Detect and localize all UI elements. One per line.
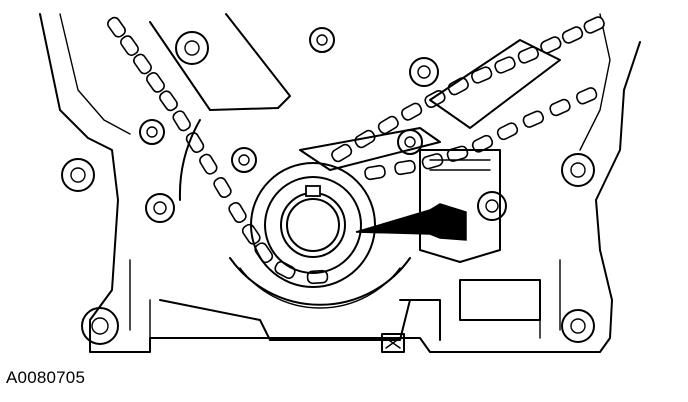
chain-link — [394, 159, 416, 176]
figure-reference-code: A0080705 — [6, 368, 86, 387]
chain-link — [540, 36, 562, 54]
chain-link — [331, 143, 353, 163]
bolt-boss-right-pivot — [477, 191, 507, 221]
chain-link — [274, 261, 296, 279]
chain-link — [120, 35, 139, 56]
chain-link — [470, 66, 493, 84]
chain-link — [228, 201, 247, 224]
bolt-boss-top-center — [309, 27, 335, 53]
bolt-boss-center — [231, 147, 257, 173]
chain-link — [561, 26, 584, 44]
bolt-bosses — [61, 27, 595, 345]
chain-link — [517, 46, 540, 64]
timing-chain-left — [107, 16, 329, 285]
bolt-boss-upper-right — [409, 57, 439, 87]
chain-link — [185, 132, 205, 153]
chain-link — [421, 153, 444, 170]
chain-link — [401, 102, 423, 121]
chain-link — [522, 110, 545, 128]
chain-link — [494, 56, 516, 74]
chain-link — [107, 16, 126, 38]
chain-link — [583, 16, 605, 34]
drain-plug-square — [381, 333, 405, 353]
engine-front-cover-outline — [39, 13, 641, 353]
left-chain-guide — [149, 13, 291, 111]
chain-link — [213, 176, 232, 199]
bolt-boss-left-upper — [61, 158, 95, 192]
bolt-boss-right-lower — [561, 309, 595, 343]
bolt-boss-right-upper — [561, 153, 595, 187]
chain-link — [172, 110, 191, 132]
right-chain-tensioner-arm — [429, 39, 561, 129]
chain-link — [199, 153, 218, 175]
chain-link — [496, 122, 519, 141]
bolt-boss-guide-pivot — [139, 119, 165, 145]
indicator-arrow — [355, 203, 467, 241]
chain-link — [364, 164, 386, 181]
chain-link — [424, 89, 446, 109]
chain-link — [549, 98, 571, 117]
bolt-boss-left-lower — [81, 307, 119, 345]
chain-guides — [149, 13, 561, 263]
chain-link — [254, 242, 274, 264]
oil-pump-housing — [159, 119, 541, 353]
chain-link — [447, 77, 469, 96]
bolt-boss-left-mid — [145, 193, 175, 223]
chain-link — [146, 72, 165, 93]
chain-link — [377, 115, 399, 135]
crankshaft-sprocket — [250, 162, 376, 288]
chain-link — [159, 90, 178, 112]
timing-chain-right — [331, 16, 605, 181]
chain-link — [133, 53, 152, 75]
bolt-boss-chain-guide-left — [175, 31, 209, 65]
chain-link — [575, 87, 598, 105]
